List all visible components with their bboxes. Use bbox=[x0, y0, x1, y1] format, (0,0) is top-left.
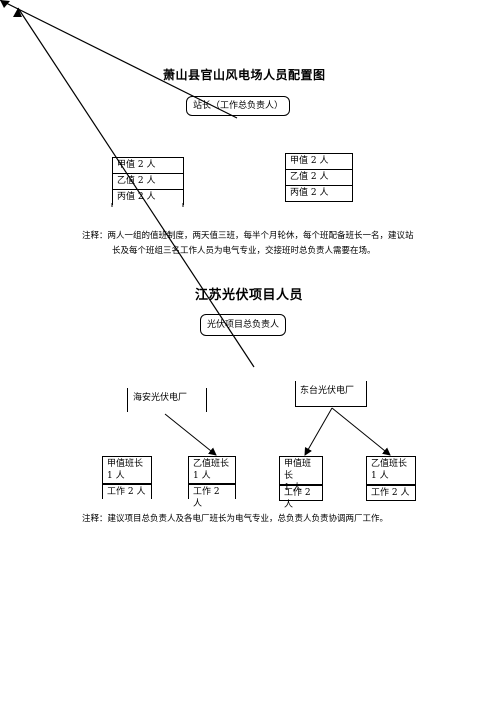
corner-arrow-icon-2 bbox=[13, 8, 22, 17]
team-box: 甲值班长 1 人 工作 2 人 bbox=[102, 456, 152, 500]
plant-dongtai: 东台光伏电厂 bbox=[295, 381, 367, 407]
team-leader-cell: 甲值班长 1 人 bbox=[279, 456, 323, 493]
team-box: 乙值班长 1 人 工作 2 人 bbox=[366, 456, 416, 502]
team-worker-label: 工作 2 人 bbox=[284, 488, 311, 510]
team-worker-cell: 工作 2 人 bbox=[366, 485, 416, 501]
table-cell: 乙值 2 人 bbox=[112, 173, 184, 190]
plant-haian: 海安光伏电厂 bbox=[127, 388, 207, 412]
team-leader-label: 甲值班长 bbox=[284, 459, 312, 481]
station-head-box: 站长（工作总负责人） bbox=[186, 96, 291, 116]
arrow-haian bbox=[164, 413, 217, 456]
team-worker-cell: 工作 2 人 bbox=[188, 484, 236, 509]
team-worker-cell: 工作 2 人 bbox=[102, 484, 152, 499]
note-line-2: 长及每个班组三名工作人员为电气专业，交接班时总负责人需要在场。 bbox=[112, 246, 376, 256]
team-worker-label: 工作 2 人 bbox=[371, 488, 410, 498]
plant-haian-label: 海安光伏电厂 bbox=[133, 393, 188, 403]
team-leader-count: 1 人 bbox=[107, 471, 125, 481]
plant-dongtai-label: 东台光伏电厂 bbox=[300, 386, 355, 396]
left-shift-table: 甲值 2 人 乙值 2 人 丙值 2 人 bbox=[112, 157, 184, 205]
table-cell: 丙值 2 人 bbox=[285, 185, 353, 202]
arrow-dongtai-left bbox=[304, 407, 333, 456]
team-box: 乙值班长 1 人 工作 2 人 bbox=[188, 456, 236, 509]
note-wind-farm: 注释：两人一组的值班制度，两天值三班，每半个月轮休，每个班配备班长一名，建议站 … bbox=[82, 229, 442, 259]
page-title-wind-farm: 萧山县官山风电场人员配置图 bbox=[163, 68, 326, 82]
table-row: 乙值 2 人 bbox=[112, 173, 184, 190]
table-row: 丙值 2 人 bbox=[112, 189, 184, 205]
solar-head-box: 光伏项目总负责人 bbox=[200, 314, 286, 336]
team-worker-label: 工作 2 人 bbox=[107, 487, 146, 497]
team-leader-cell: 乙值班长 1 人 bbox=[366, 456, 416, 485]
corner-arrow-icon bbox=[0, 0, 10, 8]
team-leader-count: 1 人 bbox=[284, 483, 302, 493]
station-head-label: 站长（工作总负责人） bbox=[193, 101, 284, 111]
right-shift-table: 甲值 2 人 乙值 2 人 丙值 2 人 bbox=[285, 153, 353, 202]
team-leader-count: 1 人 bbox=[193, 471, 211, 481]
team-leader-cell: 乙值班长 1 人 bbox=[188, 456, 236, 484]
arrow-dongtai-right bbox=[331, 407, 391, 456]
team-worker-label: 工作 2 人 bbox=[193, 487, 220, 509]
note-solar: 注释：建议项目总负责人及各电厂班长为电气专业，总负责人负责协调两厂工作。 bbox=[82, 512, 442, 527]
table-cell: 丙值 2 人 bbox=[112, 189, 184, 205]
page-title-solar: 江苏光伏项目人员 bbox=[195, 288, 304, 303]
team-box: 甲值班长 1 人 工作 2 人 bbox=[279, 456, 323, 510]
team-worker-cell: 工作 2 人 bbox=[279, 485, 323, 510]
team-leader-label: 乙值班长 bbox=[371, 459, 408, 469]
diagonal-line-long bbox=[17, 7, 255, 368]
diagonal-line-top bbox=[0, 0, 238, 119]
team-leader-cell: 甲值班长 1 人 bbox=[102, 456, 152, 484]
table-row: 丙值 2 人 bbox=[285, 185, 353, 202]
team-leader-label: 甲值班长 bbox=[107, 459, 144, 469]
note-line: 注释：建议项目总负责人及各电厂班长为电气专业，总负责人负责协调两厂工作。 bbox=[82, 514, 389, 524]
team-leader-count: 1 人 bbox=[371, 471, 389, 481]
team-leader-label: 乙值班长 bbox=[193, 459, 230, 469]
note-line-1: 注释：两人一组的值班制度，两天值三班，每半个月轮休，每个班配备班长一名，建议站 bbox=[82, 231, 414, 241]
solar-head-label: 光伏项目总负责人 bbox=[207, 320, 280, 330]
